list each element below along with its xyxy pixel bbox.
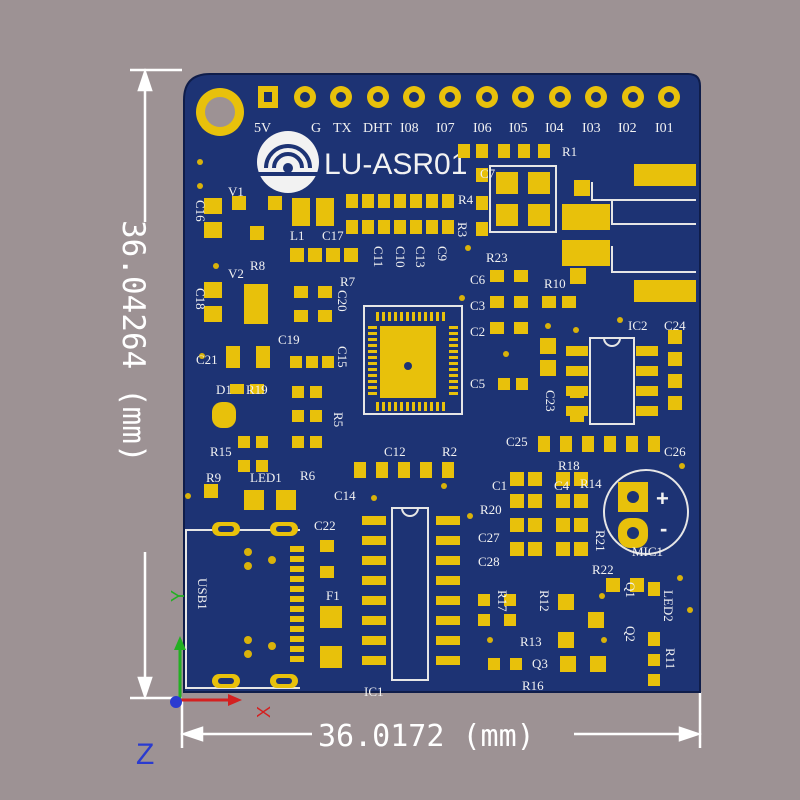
pin-label-io8: I08 <box>400 121 419 136</box>
logo-icon <box>256 131 320 193</box>
ref-r17: R17 <box>495 590 510 612</box>
pin-label-io4: I04 <box>545 121 564 136</box>
ref-usb1: USB1 <box>195 578 210 610</box>
ref-c17: C17 <box>322 228 344 243</box>
ref-r23: R23 <box>486 250 508 265</box>
pin-label-dht: DHT <box>363 121 392 136</box>
header-pins <box>258 86 680 108</box>
ref-r19: R19 <box>246 382 268 397</box>
mounting-hole <box>196 88 244 136</box>
crystal <box>489 165 557 233</box>
ref-r8: R8 <box>250 258 265 273</box>
ref-r21: R21 <box>593 530 608 552</box>
ref-r10: R10 <box>544 276 566 291</box>
ref-ic1: IC1 <box>364 684 384 699</box>
ref-c21: C21 <box>196 352 218 367</box>
ref-led2: LED2 <box>661 590 676 622</box>
ref-c13: C13 <box>413 246 428 268</box>
smd-pads <box>204 144 682 686</box>
pin-label-5v: 5V <box>254 121 271 136</box>
ref-mic1: MIC1 <box>632 544 663 559</box>
main-ic <box>363 305 463 415</box>
ref-c1: C1 <box>492 478 507 493</box>
ref-r4: R4 <box>458 192 474 207</box>
ref-r12: R12 <box>537 590 552 612</box>
ref-c16: C16 <box>193 200 208 222</box>
ref-q3: Q3 <box>532 656 548 671</box>
ref-c28: C28 <box>478 554 500 569</box>
pin-label-io3: I03 <box>582 121 601 136</box>
ref-r7: R7 <box>340 274 356 289</box>
ref-ic2: IC2 <box>628 318 648 333</box>
pin-label-io7: I07 <box>436 121 455 136</box>
axis-gizmo: Y X Z <box>136 590 274 771</box>
ref-r18: R18 <box>558 458 580 473</box>
ref-c7: C7 <box>480 166 496 181</box>
ref-r16: R16 <box>522 678 544 693</box>
ref-r2: R2 <box>442 444 457 459</box>
ref-led1: LED1 <box>250 470 282 485</box>
width-label: 36.0172 (mm) <box>318 719 535 754</box>
ref-r5: R5 <box>331 412 346 427</box>
pin-label-io2: I02 <box>618 121 637 136</box>
ref-f1: F1 <box>326 588 340 603</box>
ref-c18: C18 <box>193 288 208 310</box>
ref-c24: C24 <box>664 318 686 333</box>
height-label: 36.04264 (mm) <box>115 220 151 463</box>
ref-c26: C26 <box>664 444 686 459</box>
pin-label-io6: I06 <box>473 121 492 136</box>
ref-q2: Q2 <box>623 626 638 642</box>
ref-c23: C23 <box>543 390 558 412</box>
pin-label-io5: I05 <box>509 121 528 136</box>
mic-plus-label: + <box>656 486 669 511</box>
antenna <box>562 164 696 302</box>
ref-r15: R15 <box>210 444 232 459</box>
ref-r3: R3 <box>455 222 470 237</box>
ref-r9: R9 <box>206 470 221 485</box>
ref-l1: L1 <box>290 228 304 243</box>
ic1 <box>362 507 460 681</box>
ref-c22: C22 <box>314 518 336 533</box>
ref-c4: C4 <box>554 478 570 493</box>
ref-c10: C10 <box>393 246 408 268</box>
ref-c3: C3 <box>470 298 485 313</box>
axis-y-label: Y <box>168 590 188 602</box>
pin-label-tx: TX <box>333 121 352 136</box>
usb-connector <box>185 522 304 689</box>
ref-c12: C12 <box>384 444 406 459</box>
ref-q1: Q1 <box>623 582 638 598</box>
ref-r1: R1 <box>562 144 577 159</box>
ref-c2: C2 <box>470 324 485 339</box>
ref-c20: C20 <box>335 290 350 312</box>
ref-r22: R22 <box>592 562 614 577</box>
ref-c27: C27 <box>478 530 500 545</box>
ref-c6: C6 <box>470 272 486 287</box>
ref-c19: C19 <box>278 332 300 347</box>
ref-r13: R13 <box>520 634 542 649</box>
pin-label-io1: I01 <box>655 121 674 136</box>
axis-x-label: X <box>254 706 274 718</box>
ref-v2: V2 <box>228 266 244 281</box>
ref-r6: R6 <box>300 468 316 483</box>
board-name: LU-ASR01 <box>324 148 467 181</box>
ref-v1: V1 <box>228 184 244 199</box>
microphone: + - <box>603 469 689 555</box>
ref-c15: C15 <box>335 346 350 368</box>
ref-d1: D1 <box>216 382 232 397</box>
axis-z-label: Z <box>136 738 154 771</box>
mic-minus-label: - <box>660 516 667 541</box>
ref-c5: C5 <box>470 376 485 391</box>
ref-r11: R11 <box>663 648 678 669</box>
ref-r20: R20 <box>480 502 502 517</box>
ref-c9: C9 <box>435 246 450 261</box>
ref-r14: R14 <box>580 476 602 491</box>
ref-c14: C14 <box>334 488 356 503</box>
vias <box>185 159 693 643</box>
ref-c25: C25 <box>506 434 528 449</box>
ref-c11: C11 <box>371 246 386 267</box>
pin-label-g: G <box>311 121 321 136</box>
